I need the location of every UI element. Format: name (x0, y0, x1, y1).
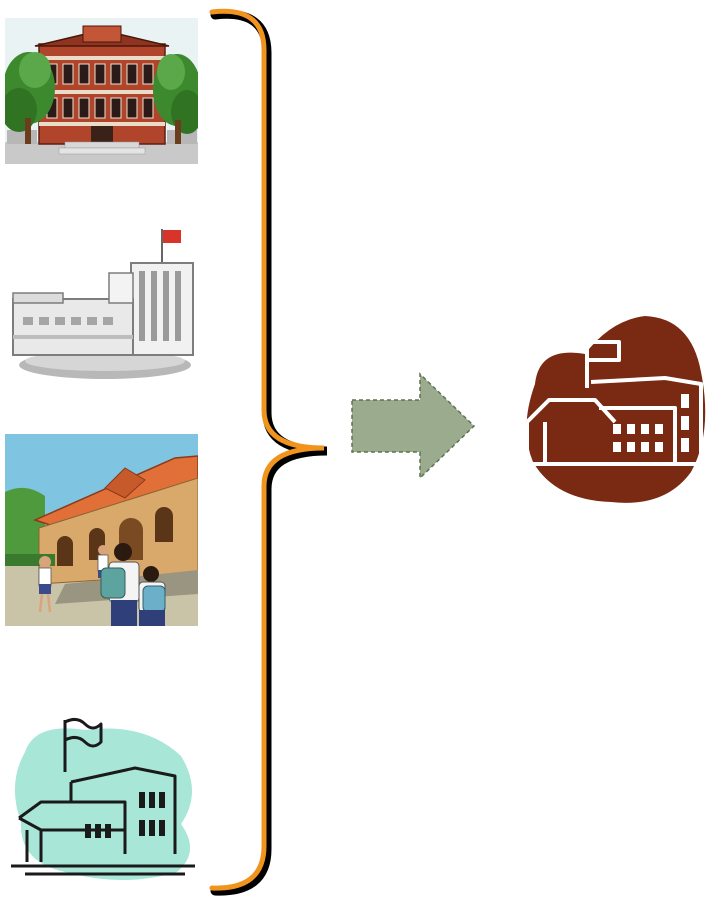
students-at-school-icon (5, 434, 198, 626)
right-curly-brace-icon (209, 8, 328, 896)
maroon-school-building-icon (519, 316, 706, 503)
gray-school-building-icon (12, 229, 194, 379)
brick-school-building-icon (5, 18, 198, 164)
dashed-right-arrow-icon (351, 372, 476, 480)
outline-school-building-icon (11, 717, 195, 880)
